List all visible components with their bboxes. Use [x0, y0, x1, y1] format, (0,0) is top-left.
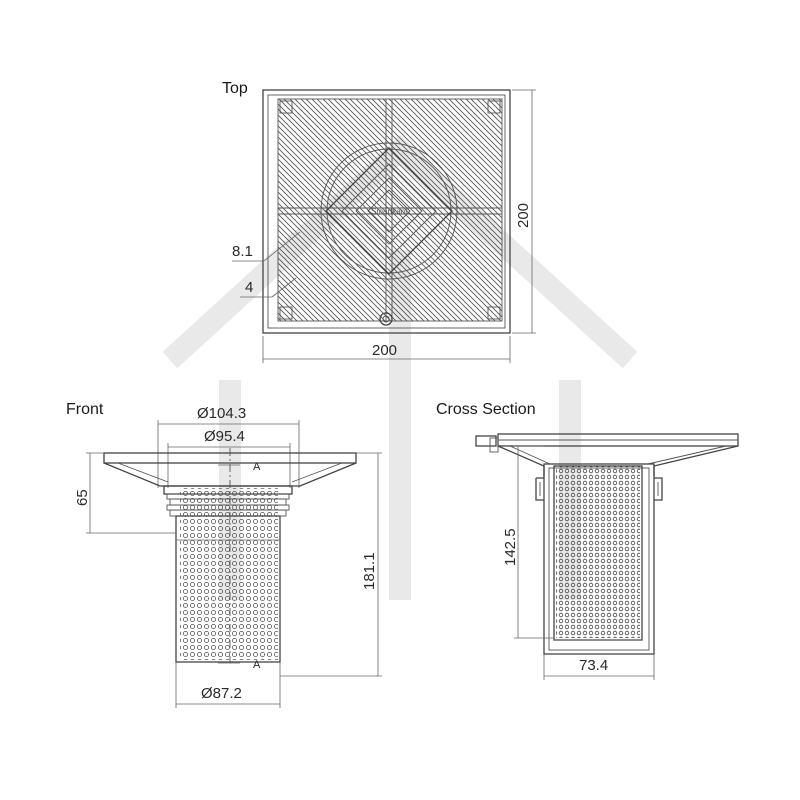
grate-slot-line	[278, 147, 452, 321]
cross-w-label: 73.4	[579, 657, 608, 674]
center-basket: Smartkant	[320, 142, 458, 280]
top-width-dimension: 200	[262, 336, 511, 363]
grate-slot-line	[399, 99, 502, 202]
front-d3-dimension: Ø87.2	[175, 662, 281, 708]
grate-slot-line	[316, 99, 502, 285]
grate-slot-line	[278, 213, 386, 321]
grate-slot-line	[278, 251, 348, 321]
grate-slot-line	[278, 108, 491, 321]
grate-slot-line	[278, 257, 342, 321]
grate-square	[262, 89, 511, 334]
cross-section-view: Cross Section 142.5	[436, 401, 739, 680]
grate-slot-line	[278, 191, 408, 321]
grate-slot-line	[278, 99, 502, 321]
front-h2-dimension: 181.1	[280, 452, 382, 677]
grate-slot-line	[366, 99, 502, 235]
grate-slot-line	[278, 202, 397, 321]
grate-slot-line	[327, 99, 502, 274]
grate-slot-line	[278, 229, 370, 321]
top-height-dimension: 200	[512, 89, 536, 334]
top-height-label: 200	[515, 203, 532, 228]
front-h1-dimension: 65	[74, 452, 176, 534]
grate-slot-line	[278, 185, 414, 321]
grate-slot-line	[388, 99, 502, 213]
front-h2-label: 181.1	[361, 552, 378, 590]
grate-slot-line	[278, 141, 458, 321]
front-view: Front Ø104.3 Ø95.4	[66, 401, 382, 708]
grate-slot-line	[278, 312, 287, 321]
grate-slot-line	[322, 99, 502, 279]
top-width-label: 200	[372, 342, 397, 359]
front-d1-dimension: Ø104.3	[157, 405, 300, 488]
grate-slot-line	[404, 99, 502, 197]
grate-slot-line	[421, 99, 502, 180]
grate-slot-line	[360, 99, 502, 241]
grate-slot-line	[278, 152, 447, 321]
grate-slot-line	[459, 99, 502, 142]
grate-slot-line	[426, 99, 502, 175]
cross-h-dimension: 142.5	[502, 445, 554, 639]
grate-slot-line	[278, 169, 430, 321]
grate-slot-line	[278, 207, 392, 321]
grate-slot-line	[349, 99, 502, 252]
grate-slot-line	[338, 99, 502, 263]
front-d2-dimension: Ø95.4	[167, 428, 291, 488]
section-mark-bottom: A	[253, 659, 261, 671]
cross-h-label: 142.5	[502, 528, 519, 566]
grate-slot-line	[278, 218, 381, 321]
grate-slot-line	[278, 114, 485, 321]
front-body: A A	[103, 448, 357, 671]
grate-slot-line	[278, 196, 403, 321]
screw-hole	[379, 312, 393, 326]
grate-slot-line	[283, 99, 502, 318]
grate-slot-line	[344, 99, 502, 257]
grate-slot-line	[294, 99, 502, 307]
grate-slot-line	[382, 99, 502, 219]
cross-section-title: Cross Section	[436, 401, 536, 418]
grate-slot-line	[278, 125, 474, 321]
slot-dim-b-label: 4	[245, 279, 253, 296]
slot-dim-a-label: 8.1	[232, 243, 253, 260]
front-h1-label: 65	[74, 489, 91, 506]
grate-slot-line	[410, 99, 502, 191]
top-view-title: Top	[222, 80, 248, 97]
top-view: Top Smartkant	[222, 80, 536, 363]
grate-slot-line	[278, 119, 480, 321]
grate-slot-line	[300, 99, 502, 301]
front-view-title: Front	[66, 401, 104, 418]
slot-dimensions: 8.1 4	[232, 231, 301, 298]
front-d2-label: Ø95.4	[204, 428, 245, 445]
grate-slots	[278, 99, 502, 321]
grate-slot-line	[377, 99, 502, 224]
grate-ribs	[278, 99, 502, 321]
grate-slot-line	[333, 99, 502, 268]
logo-text: Smartkant	[371, 207, 408, 216]
grate-slot-line	[311, 99, 502, 290]
grate-slot-line	[415, 99, 502, 186]
grate-slot-line	[432, 99, 502, 169]
front-d3-label: Ø87.2	[201, 685, 242, 702]
grate-slot-line	[278, 130, 469, 321]
cross-w-dimension: 73.4	[543, 654, 655, 680]
grate-slot-line	[278, 103, 496, 321]
grate-slot-line	[355, 99, 502, 246]
cross-section-body	[475, 433, 739, 655]
front-d1-label: Ø104.3	[197, 405, 246, 422]
grate-slot-line	[371, 99, 502, 230]
grate-slot-line	[305, 99, 502, 296]
section-mark-top: A	[253, 461, 261, 473]
grate-slot-line	[278, 158, 441, 321]
grate-slot-line	[289, 99, 502, 312]
grate-slot-line	[278, 163, 436, 321]
grate-slot-line	[278, 136, 463, 321]
grate-slot-line	[278, 174, 425, 321]
grate-slot-line	[448, 99, 502, 153]
grate-slot-line	[278, 180, 419, 321]
grate-slot-line	[278, 235, 364, 321]
